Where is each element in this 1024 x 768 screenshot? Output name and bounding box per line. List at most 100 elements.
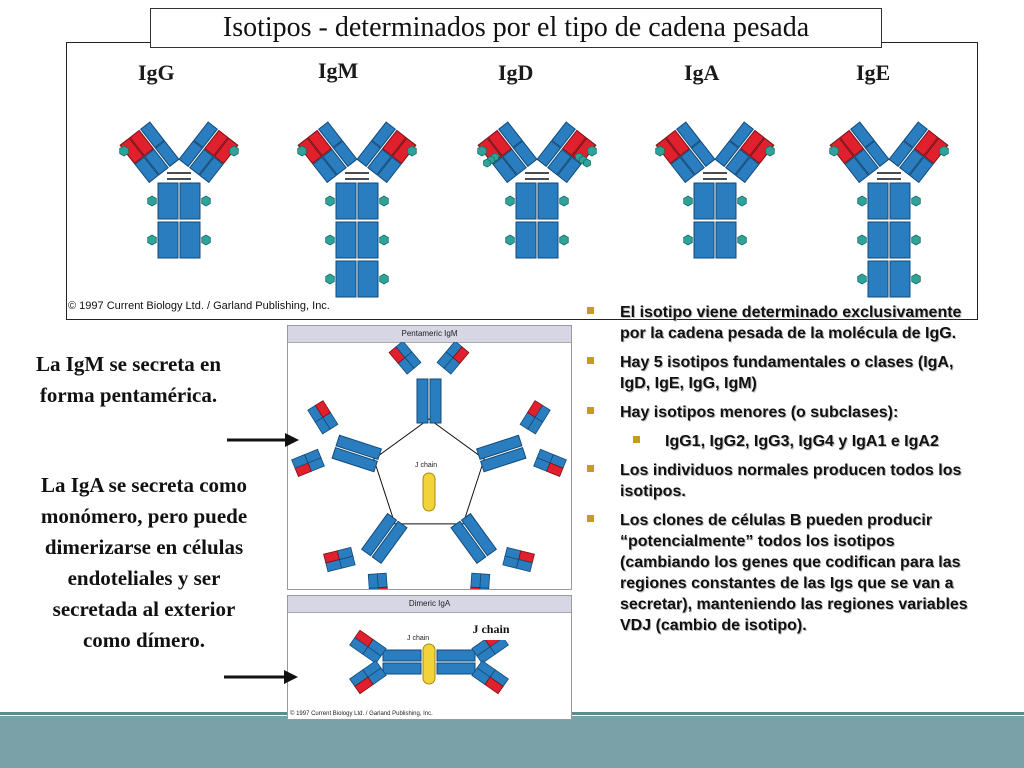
variable-domain (839, 129, 865, 157)
heavy-chain-constant (725, 148, 750, 176)
fc-domain-right (889, 221, 911, 259)
fc-domain-left (515, 182, 537, 220)
arm-mirror (178, 121, 239, 184)
pentamer-unit (388, 342, 470, 424)
j-chain-label: J chain (415, 462, 437, 469)
heavy-chain-constant (144, 148, 169, 176)
light-chain-constant (536, 140, 562, 168)
arm-block (368, 587, 380, 589)
bullet-item: Los clones de células B pueden producir … (583, 510, 983, 636)
bullet-square-icon (587, 357, 594, 364)
light-chain-constant (888, 140, 914, 168)
pentamer-arm (436, 342, 470, 375)
arm-group (655, 121, 716, 184)
fc-domain-right (357, 221, 379, 259)
slide-title: Isotipos - determinados por el tipo de c… (150, 8, 882, 48)
carbohydrate-hexagon (857, 195, 867, 207)
pentamer-fc (416, 378, 429, 424)
arm-block (534, 404, 551, 423)
light-chain-variable (498, 121, 523, 149)
arm-block-red (452, 346, 470, 364)
arrow-to-dimer (224, 670, 298, 684)
variable-domain (739, 129, 765, 157)
fc-domain-left (515, 221, 537, 259)
carbohydrate-hexagon (559, 195, 569, 207)
carbohydrate-hexagon (119, 145, 129, 157)
arm-block-red (469, 586, 481, 589)
carbohydrate-hexagon (201, 234, 211, 246)
arm-block (367, 573, 379, 589)
carbohydrate-hexagon (911, 273, 921, 285)
arm-block (376, 572, 388, 589)
carbohydrate-hexagon (655, 145, 665, 157)
outer-constant (734, 156, 760, 184)
arm-block-red (354, 676, 374, 695)
carbohydrate-hexagon (737, 195, 747, 207)
fc-domain-left (867, 182, 889, 220)
isotype-label-ige: IgE (856, 60, 891, 85)
light-chain-variable (551, 121, 576, 149)
igm-note: La IgM se secreta en forma pentamérica. (35, 352, 222, 407)
carbohydrate-hexagon (587, 145, 597, 157)
pentamer-arm (502, 546, 535, 573)
pentameric-igm-title: Pentameric IgM (288, 326, 571, 343)
variable-domain (203, 129, 229, 157)
outer-constant (556, 156, 582, 184)
light-chain-constant (690, 140, 716, 168)
dimer-fc (436, 662, 476, 675)
dimer-arm (349, 629, 387, 664)
arm-group (119, 121, 180, 184)
pentamer-fc (360, 512, 398, 557)
arm-block (291, 454, 309, 469)
dimer-arm (471, 660, 509, 695)
carbohydrate-hexagon (379, 273, 389, 285)
light-chain-variable (676, 121, 701, 149)
carbohydrate-hexagon (911, 195, 921, 207)
dimer-fc (436, 649, 476, 662)
carbohydrate-hexagon (325, 234, 335, 246)
fc-domain-right (537, 221, 559, 259)
fc-domain-right (179, 182, 201, 220)
heavy-chain-constant (189, 148, 214, 176)
fc-domain-left (157, 221, 179, 259)
arm-group (888, 121, 949, 184)
pentamer-unit (450, 512, 535, 589)
variable-domain (913, 129, 939, 157)
carbohydrate-hexagon (911, 234, 921, 246)
arm-group (356, 121, 417, 184)
bullet-square-icon (587, 465, 594, 472)
fc-domain-left (867, 221, 889, 259)
pentamer-fc (335, 434, 382, 460)
arm-block-red (484, 676, 504, 695)
arm-block-red (377, 586, 389, 589)
light-chain-variable (318, 121, 343, 149)
carbohydrate-hexagon (939, 145, 949, 157)
arm-block-red (546, 462, 564, 478)
variable-domain (665, 129, 691, 157)
arm-group (178, 121, 239, 184)
isotype-antibody-diagrams (119, 121, 949, 298)
arrow-to-pentamer (227, 433, 299, 447)
arm-group (297, 121, 358, 184)
bullet-list: El isotipo viene determinado exclusivame… (583, 302, 983, 644)
heavy-chain-constant (854, 148, 879, 176)
carbohydrate-hexagon (147, 195, 157, 207)
bullet-item: Hay isotipos menores (o subclases): (583, 402, 983, 423)
outer-constant (376, 156, 402, 184)
figure-copyright: © 1997 Current Biology Ltd. / Garland Pu… (68, 300, 330, 312)
fc-domain-left (693, 221, 715, 259)
outer-constant (908, 156, 934, 184)
arm-block (489, 637, 509, 655)
pentameric-igm-diagram: Pentameric IgM J chain (287, 325, 572, 590)
light-chain-variable (850, 121, 875, 149)
pentamer-arm (533, 448, 567, 478)
arm-block (515, 559, 533, 573)
fc-domain-left (335, 221, 357, 259)
bullet-item: El isotipo viene determinado exclusivame… (583, 302, 983, 344)
j-chain-shape (422, 472, 436, 512)
fc-domain-right (715, 221, 737, 259)
sub-bullet-item: IgG1, IgG2, IgG3, IgG4 y IgA1 e IgA2 (583, 431, 983, 452)
carbohydrate-hexagon (505, 195, 515, 207)
pentamer-fc (331, 447, 378, 473)
bullet-square-icon (587, 515, 594, 522)
